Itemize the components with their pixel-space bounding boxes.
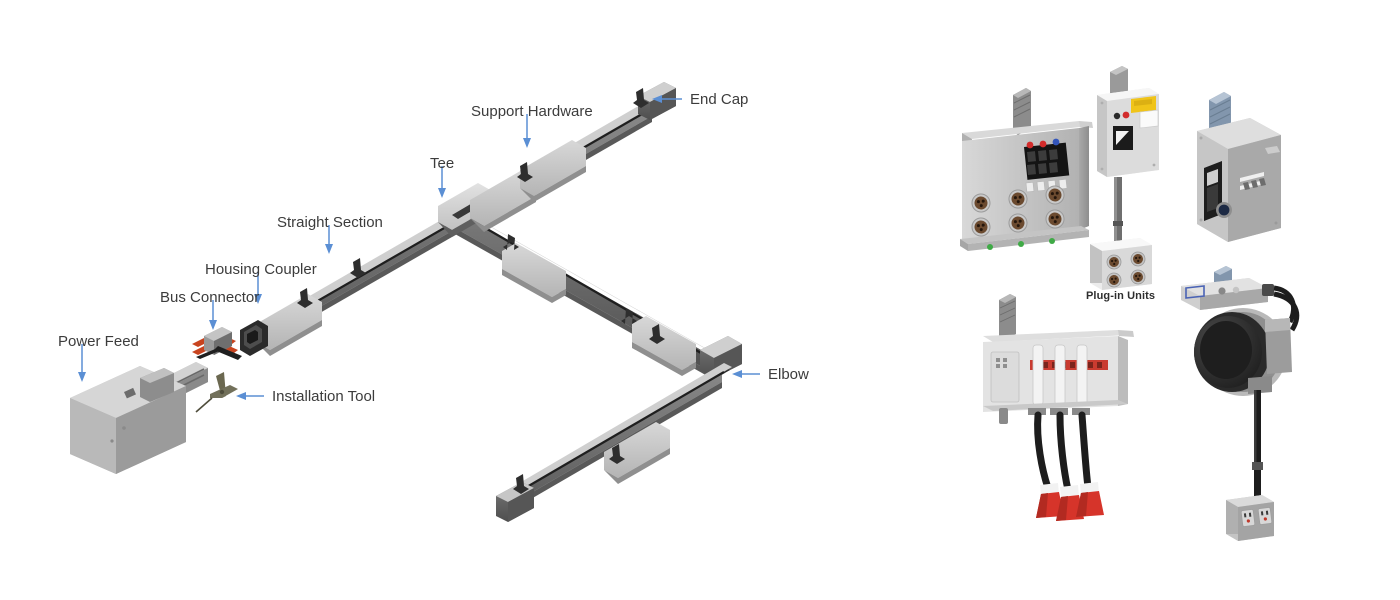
plug-in-units-caption: Plug-in Units [1086, 290, 1156, 302]
label-housing-coupler: Housing Coupler [205, 261, 317, 278]
label-end-cap: End Cap [690, 91, 749, 108]
installation-tool-part [195, 372, 238, 413]
label-elbow: Elbow [768, 366, 809, 383]
label-installation-tool: Installation Tool [272, 388, 376, 405]
label-tee: Tee [430, 155, 455, 172]
elbow-part [700, 336, 742, 378]
label-bus-connector: Bus Connector [160, 289, 260, 306]
pendant-control-box [1090, 66, 1159, 290]
bus-connector-part [192, 327, 242, 360]
label-straight-section: Straight Section [277, 214, 383, 231]
housing-coupler-parts [256, 140, 696, 484]
power-feed-part [70, 362, 208, 474]
cable-reel-unit [1181, 266, 1299, 541]
six-outlet-distribution-box [960, 88, 1093, 251]
disconnect-switch-box [1197, 92, 1281, 242]
fused-tap-off-box [983, 294, 1134, 521]
support-hardware-parts [297, 88, 665, 494]
rail-open-end [240, 320, 268, 356]
leader-arrows [78, 95, 760, 400]
label-support-hardware: Support Hardware [471, 103, 593, 120]
label-power-feed: Power Feed [58, 333, 139, 350]
